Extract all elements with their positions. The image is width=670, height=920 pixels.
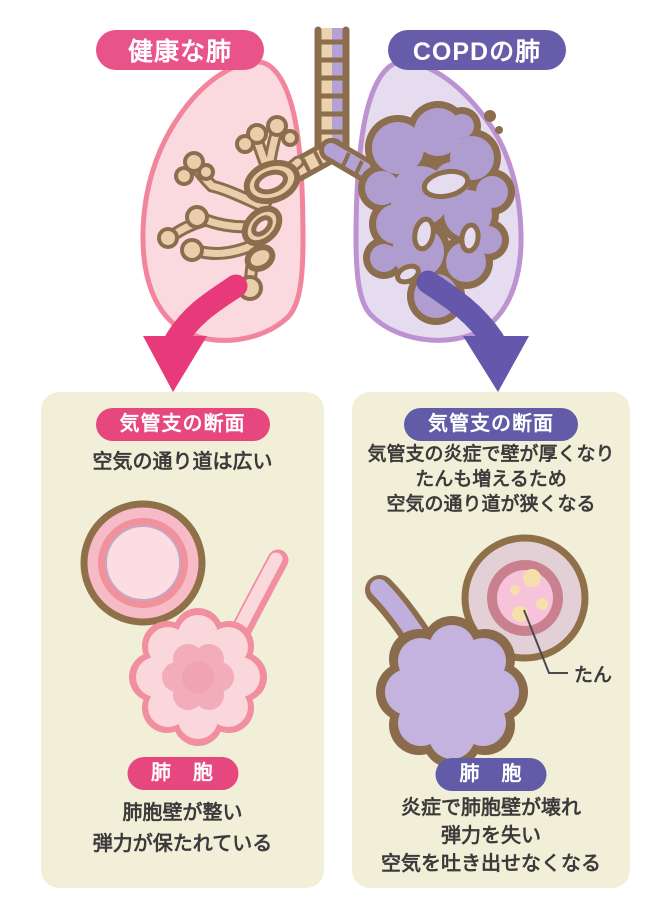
alveoli-badge: 肺 胞 <box>435 758 547 791</box>
alveoli-badge: 肺 胞 <box>127 757 238 790</box>
phlegm-blobs <box>510 569 548 622</box>
healthy-alveoli <box>129 608 267 746</box>
caption-line: 空気を吐き出せなくなる <box>381 853 601 875</box>
bronchus-section-badge: 気管支の断面 <box>95 408 270 441</box>
copd-lung-badge: COPDの肺 <box>388 30 566 70</box>
copd-bronchus-cross-section <box>461 534 589 662</box>
purple-arrow <box>416 270 529 392</box>
copd-panel: たん 気管支の断面 気管支の炎症で壁が厚くなり たんも増えるため 空気の通り道が… <box>352 392 630 888</box>
caption-line: たんも増えるため <box>415 469 567 490</box>
caption-line: 弾力を失い <box>441 825 541 847</box>
bronchus-section-badge-label: 気管支の断面 <box>428 413 554 435</box>
alveoli-badge-label: 肺 胞 <box>151 762 214 784</box>
phlegm-pointer-line <box>523 609 568 674</box>
healthy-lung-shape <box>140 59 306 343</box>
caption-line: 空気の通り道は広い <box>92 451 273 473</box>
caption-line: 炎症で肺胞壁が壊れ <box>401 797 581 819</box>
healthy-lung-badge: 健康な肺 <box>96 30 264 70</box>
healthy-bronchus-caption: 空気の通り道は広い <box>41 448 324 476</box>
pink-arrow <box>143 274 248 392</box>
healthy-bronchus-cross-section <box>80 500 206 626</box>
healthy-panel: 気管支の断面 空気の通り道は広い 肺 胞 肺胞壁が整い 弾力が保たれている <box>41 392 324 888</box>
copd-bronchial-tree <box>358 101 515 325</box>
bronchus-section-badge: 気管支の断面 <box>404 408 578 441</box>
phlegm-label: たん <box>574 664 612 686</box>
alveoli-badge-label: 肺 胞 <box>459 763 523 785</box>
caption-line: 肺胞壁が整い <box>122 802 243 824</box>
bronchus-section-badge-label: 気管支の断面 <box>119 413 246 435</box>
healthy-alveoli-caption: 肺胞壁が整い 弾力が保たれている <box>41 798 324 860</box>
caption-line: 空気の通り道が狭くなる <box>386 494 596 515</box>
healthy-bronchial-tree <box>157 115 305 301</box>
copd-bronchus-caption: 気管支の炎症で壁が厚くなり たんも増えるため 空気の通り道が狭くなる <box>352 442 630 517</box>
healthy-lung-label: 健康な肺 <box>127 38 232 66</box>
copd-bronchus-alveoli-illustration: たん <box>365 534 612 768</box>
caption-line: 気管支の炎症で壁が厚くなり <box>367 444 615 465</box>
healthy-bronchus-alveoli-illustration <box>80 500 289 746</box>
copd-alveoli-caption: 炎症で肺胞壁が壊れ 弾力を失い 空気を吐き出せなくなる <box>352 794 630 878</box>
caption-line: 弾力が保たれている <box>92 833 273 855</box>
trachea <box>285 26 384 186</box>
copd-lung-shape <box>353 59 524 343</box>
copd-lung-label: COPDの肺 <box>412 38 542 66</box>
copd-alveoli <box>376 616 528 768</box>
